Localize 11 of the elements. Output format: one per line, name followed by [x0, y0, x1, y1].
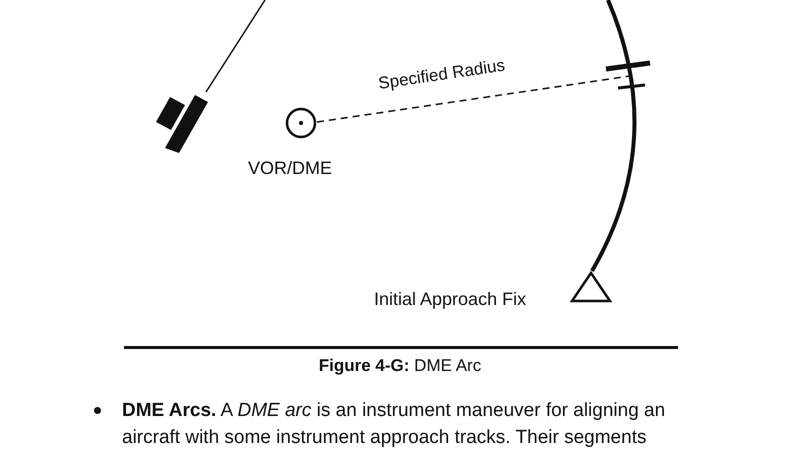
radius-line [316, 75, 630, 123]
edge-label: Specified Radius [377, 56, 506, 94]
station-label: VOR/DME [248, 158, 332, 179]
aircraft-icon [155, 92, 210, 154]
body-paragraph: DME Arcs. A DME arc is an instrument maneuver for aligning an aircraft with some instrument approach tracks. Their segments [122, 399, 666, 450]
arc-line [590, 0, 636, 272]
fix-label: Initial Approach Fix [374, 289, 526, 310]
figure-caption: Figure 4-G: DME Arc [318, 356, 482, 376]
navaid-symbol [285, 107, 317, 139]
track-line [205, 0, 266, 92]
fix-triangle [570, 271, 612, 303]
